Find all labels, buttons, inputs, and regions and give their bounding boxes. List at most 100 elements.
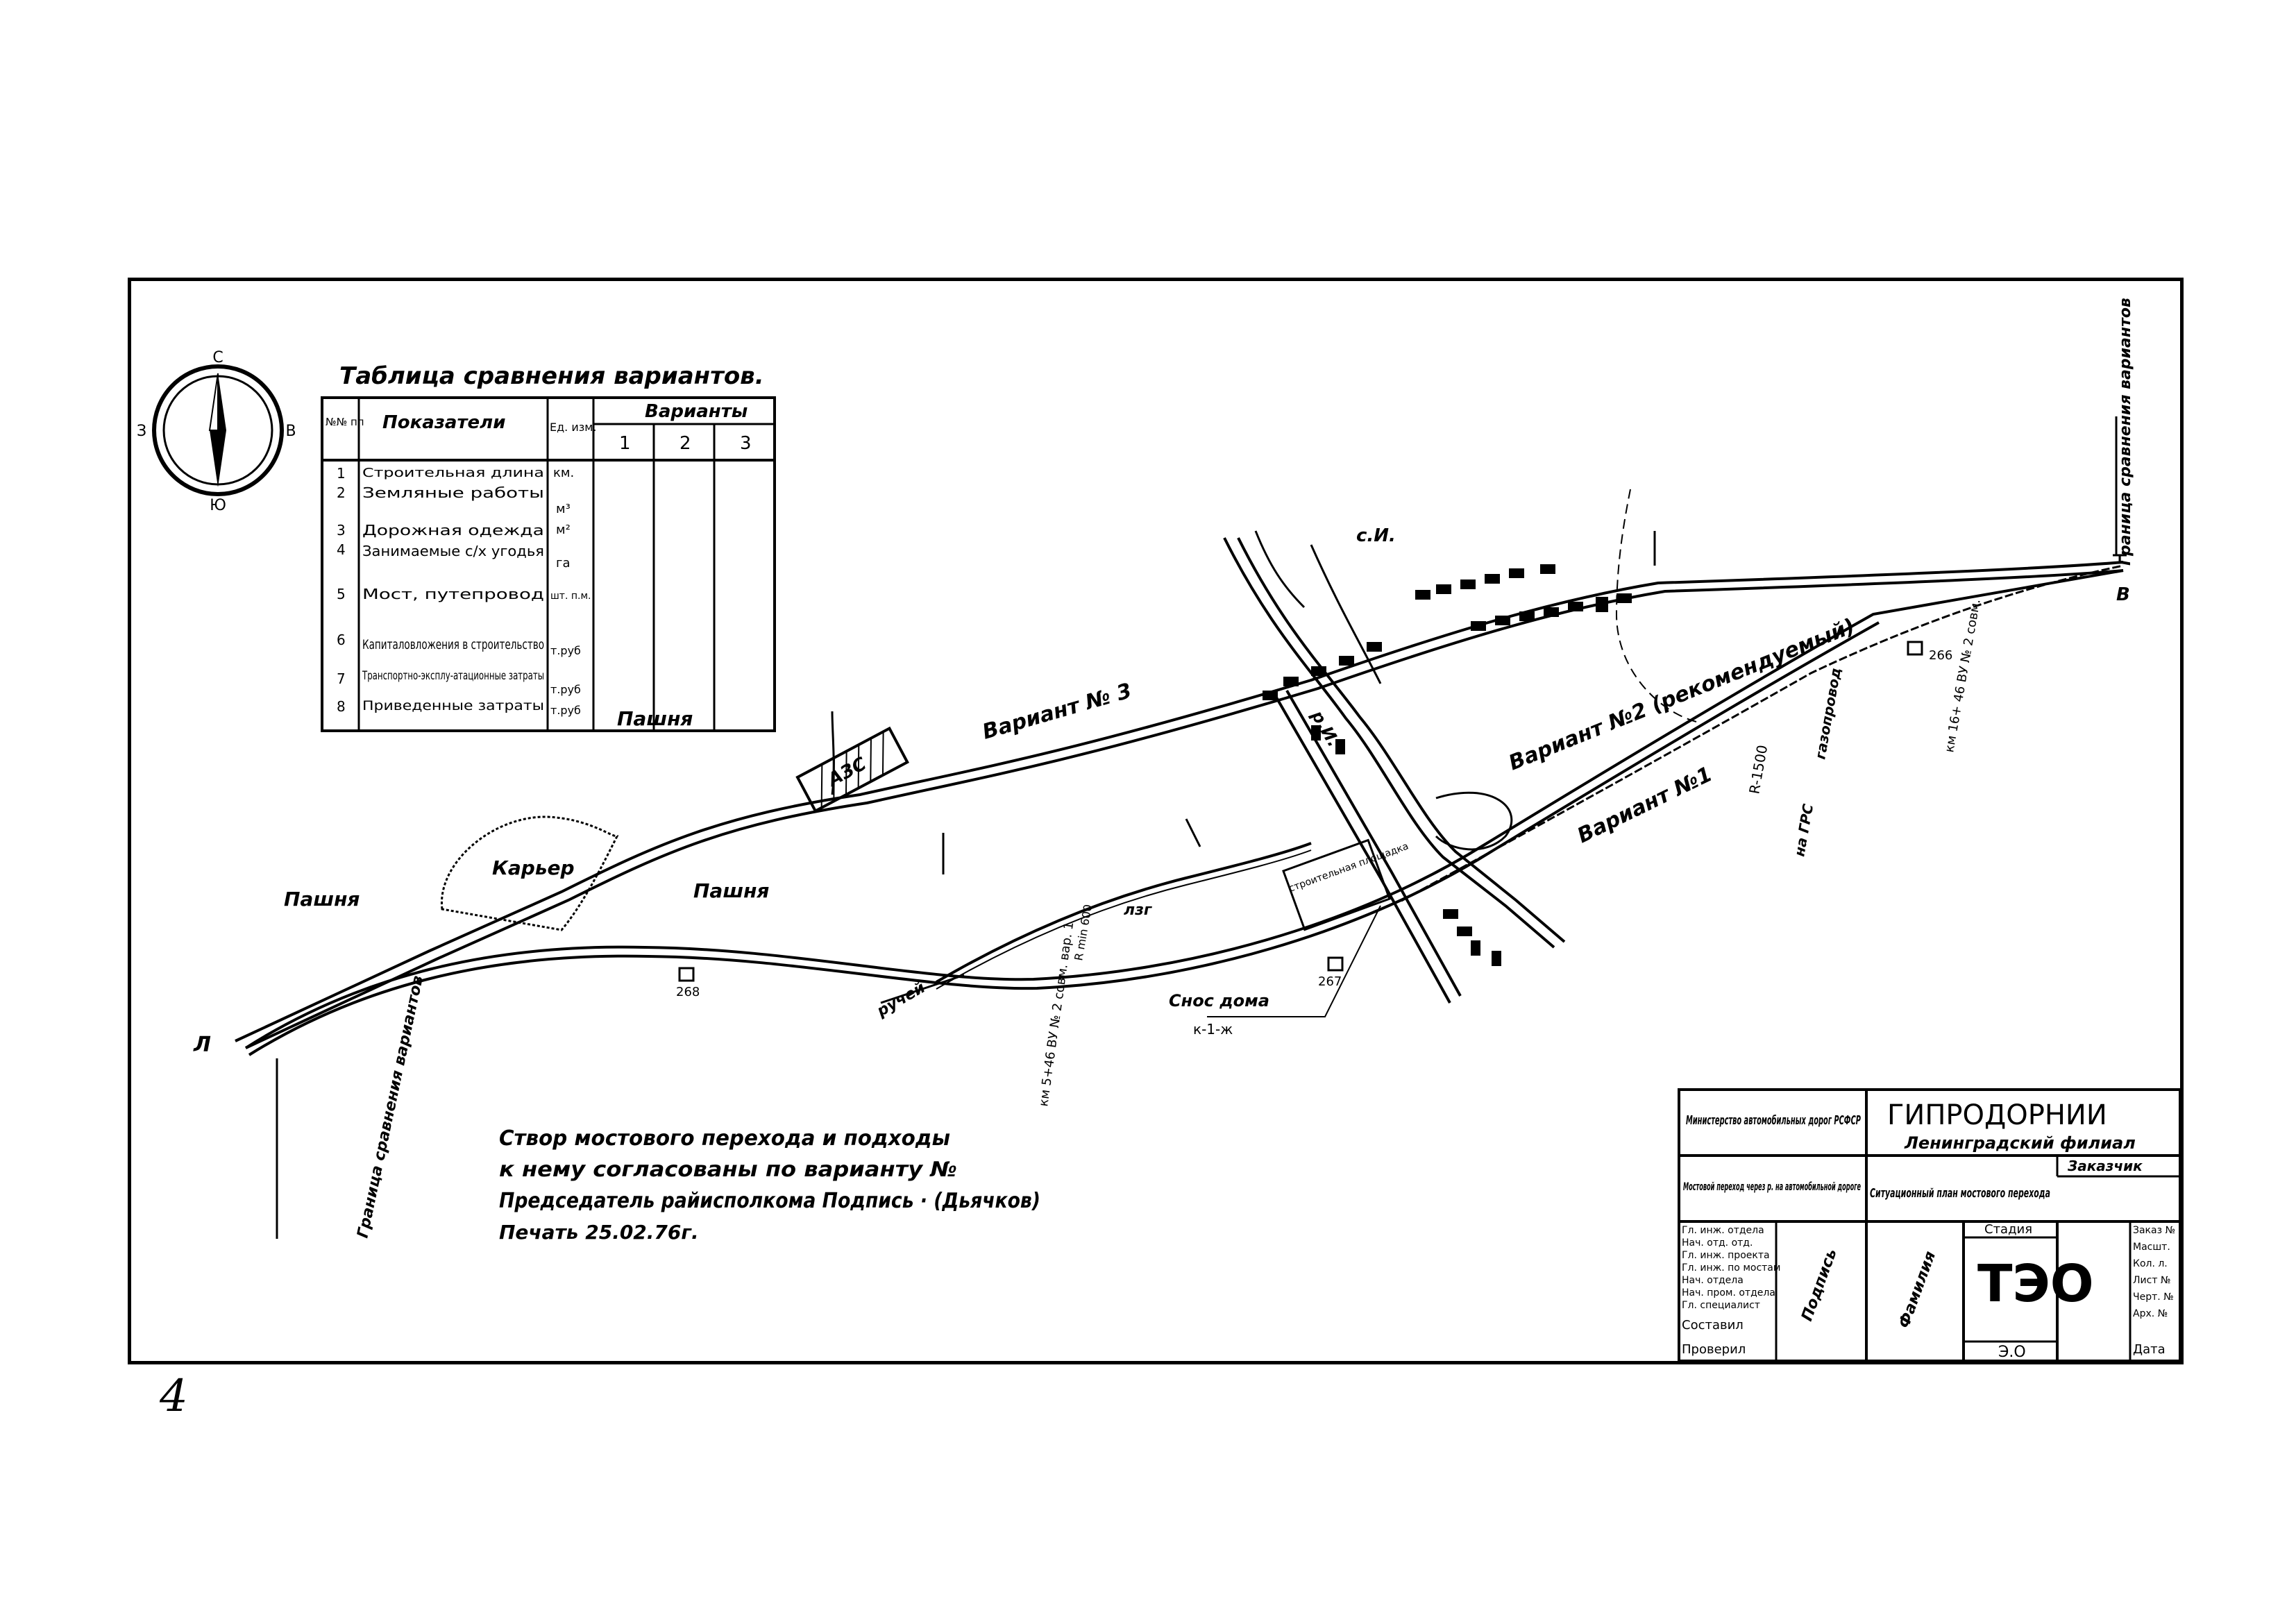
col-indicator: Показатели — [382, 412, 505, 433]
svg-text:Заказ №: Заказ № — [2133, 1225, 2175, 1236]
svg-text:га: га — [556, 556, 571, 570]
col-unit: Ед. изм. — [550, 421, 596, 434]
label-lzg: лзг — [1124, 902, 1153, 919]
label-variant-2: Вариант №2 (рекомендуемый) — [1505, 614, 1859, 776]
table-row: 5 Мост, путепровод шт. п.м. — [337, 586, 591, 602]
svg-text:7: 7 — [337, 670, 346, 687]
svg-text:Транспортно-эксплу-атационные: Транспортно-эксплу-атационные затраты — [362, 669, 544, 683]
agreement-line-2: к нему согласованы по варианту № — [499, 1158, 957, 1182]
svg-text:т.руб: т.руб — [550, 704, 581, 717]
svg-text:3: 3 — [337, 522, 346, 539]
agreement-line-1: Створ мостового перехода и подходы — [499, 1126, 950, 1151]
stamp-org: ГИПРОДОРНИИ — [1887, 1099, 2107, 1131]
label-construction: строительная площадка — [1288, 840, 1410, 894]
stamp-stage: ТЭО — [1977, 1254, 2094, 1314]
stamp-sheet-title: Ситуационный план мостового перехода — [1870, 1186, 2050, 1201]
col-variant: Варианты — [645, 401, 748, 422]
svg-text:Земляные работы: Земляные работы — [362, 484, 544, 501]
comparison-table: Таблица сравнения вариантов. №№ пп Показ… — [321, 362, 776, 732]
stamp-roles: Гл. инж. отдела Нач. отд. отд. Гл. инж. … — [1682, 1225, 1780, 1357]
svg-text:Масшт.: Масшт. — [2133, 1242, 2170, 1253]
svg-text:4: 4 — [337, 541, 346, 558]
svg-text:м³: м³ — [556, 502, 571, 516]
svg-text:Лист №: Лист № — [2133, 1275, 2171, 1286]
svg-text:Черт. №: Черт. № — [2133, 1292, 2174, 1303]
table-title: Таблица сравнения вариантов. — [339, 362, 764, 390]
svg-text:т.руб: т.руб — [550, 644, 581, 657]
map-labels: Пашня Пашня Пашня Карьер АЗС с.И. лзг ру… — [193, 298, 2134, 1240]
svg-text:Кол. л.: Кол. л. — [2133, 1258, 2168, 1269]
map-features — [235, 416, 2127, 1239]
variant-1: 1 — [619, 433, 631, 454]
stamp-right-labels: Заказ № Масшт. Кол. л. Лист № Черт. № Ар… — [2133, 1225, 2175, 1357]
table-row: 7 Транспортно-эксплу-атационные затраты … — [337, 669, 581, 696]
label-pashnya-1: Пашня — [617, 707, 693, 730]
svg-text:Гл. специалист: Гл. специалист — [1682, 1300, 1760, 1311]
svg-text:Проверил: Проверил — [1682, 1342, 1746, 1357]
svg-text:Приведенные затраты: Приведенные затраты — [362, 698, 544, 713]
table-row: 3 Дорожная одежда м² — [337, 522, 571, 539]
azs-building — [795, 726, 909, 813]
label-variant-3: Вариант № 3 — [980, 679, 1135, 745]
stream-line — [935, 842, 1312, 983]
svg-text:6: 6 — [337, 632, 346, 648]
label-radius-1: R-1500 — [1746, 744, 1771, 795]
road-variant-1 — [244, 569, 2124, 1049]
svg-text:Арх. №: Арх. № — [2133, 1308, 2168, 1319]
road-variant-2 — [1401, 564, 2124, 902]
svg-text:Дата: Дата — [2133, 1342, 2166, 1357]
svg-text:5: 5 — [337, 586, 346, 602]
svg-text:Гл. инж. отдела: Гл. инж. отдела — [1682, 1225, 1764, 1236]
label-demolition-sub: к-1-ж — [1193, 1021, 1233, 1038]
label-km-left: км 5+46 ВУ № 2 совм. вар. 1 — [1036, 921, 1077, 1108]
svg-text:Гл. инж. по мостам: Гл. инж. по мостам — [1682, 1262, 1780, 1274]
gas-pipeline — [1615, 489, 1697, 722]
compass-e: В — [285, 423, 296, 440]
col-num: №№ пп — [326, 416, 364, 428]
title-block: Министерство автомобильных дорог РСФСР Г… — [1678, 1088, 2181, 1362]
svg-text:Занимаемые с/х угодья: Занимаемые с/х угодья — [362, 543, 544, 559]
svg-text:Нач. отд. отд.: Нач. отд. отд. — [1682, 1237, 1753, 1249]
variant-2: 2 — [679, 433, 691, 454]
label-point-b: В — [2116, 584, 2130, 605]
label-ruchei: ручей — [874, 979, 929, 1021]
settlement-buildings — [1263, 564, 1632, 966]
svg-text:Нач. отдела: Нач. отдела — [1682, 1275, 1744, 1286]
svg-text:Нач. пром. отдела: Нач. пром. отдела — [1682, 1287, 1775, 1298]
benchmark-right — [1907, 641, 1923, 656]
svg-text:1: 1 — [337, 465, 346, 482]
river-line — [1310, 544, 1382, 684]
table-row: 1 Строительная длина км. — [337, 465, 574, 482]
svg-text:8: 8 — [337, 698, 346, 715]
label-variant-1: Вариант №1 — [1573, 762, 1716, 848]
benchmark-left — [678, 967, 695, 982]
drawing-frame: С Ю З В Таблица сравнения вариантов. №№ … — [128, 278, 2184, 1364]
label-point-l: Л — [193, 1033, 211, 1057]
svg-text:Мост, путепровод: Мост, путепровод — [362, 586, 544, 602]
benchmark-mid — [1327, 956, 1344, 972]
agreement-line-4: Печать 25.02.76г. — [499, 1221, 699, 1244]
label-karier: Карьер — [492, 856, 575, 879]
svg-text:2: 2 — [337, 484, 346, 501]
label-boundary-left: Граница сравнения вариантов — [354, 974, 427, 1240]
label-bm-mid: 267 — [1318, 974, 1342, 989]
label-grs: на ГРС — [1791, 802, 1816, 858]
svg-text:шт. п.м.: шт. п.м. — [550, 591, 591, 602]
local-road — [1223, 537, 1555, 949]
agreement-line-3: Председатель райисполкома Подпись · (Дья… — [499, 1189, 1040, 1213]
svg-text:м²: м² — [556, 523, 571, 537]
label-pashnya-3: Пашня — [693, 879, 769, 902]
situation-plan: С Ю З В Таблица сравнения вариантов. №№ … — [137, 298, 2181, 1362]
construction-site — [1282, 838, 1391, 931]
compass-w: З — [137, 423, 146, 440]
table-row: 6 Капиталовложения в строительство т.руб — [337, 632, 581, 657]
svg-text:Капиталовложения в строительст: Капиталовложения в строительство — [362, 637, 544, 652]
stamp-stage-label: Стадия — [1984, 1222, 2032, 1237]
svg-text:км.: км. — [553, 466, 574, 480]
road-variant-3 — [235, 561, 2124, 1042]
stamp-branch: Ленинградский филиал — [1904, 1133, 2136, 1153]
label-km-right: км 16+ 46 ВУ № 2 совм. — [1942, 598, 1984, 754]
stamp-ministry: Министерство автомобильных дорог РСФСР — [1686, 1113, 1861, 1128]
label-su: с.И. — [1356, 525, 1396, 546]
label-boundary-right: Граница сравнения вариантов — [2117, 298, 2134, 566]
